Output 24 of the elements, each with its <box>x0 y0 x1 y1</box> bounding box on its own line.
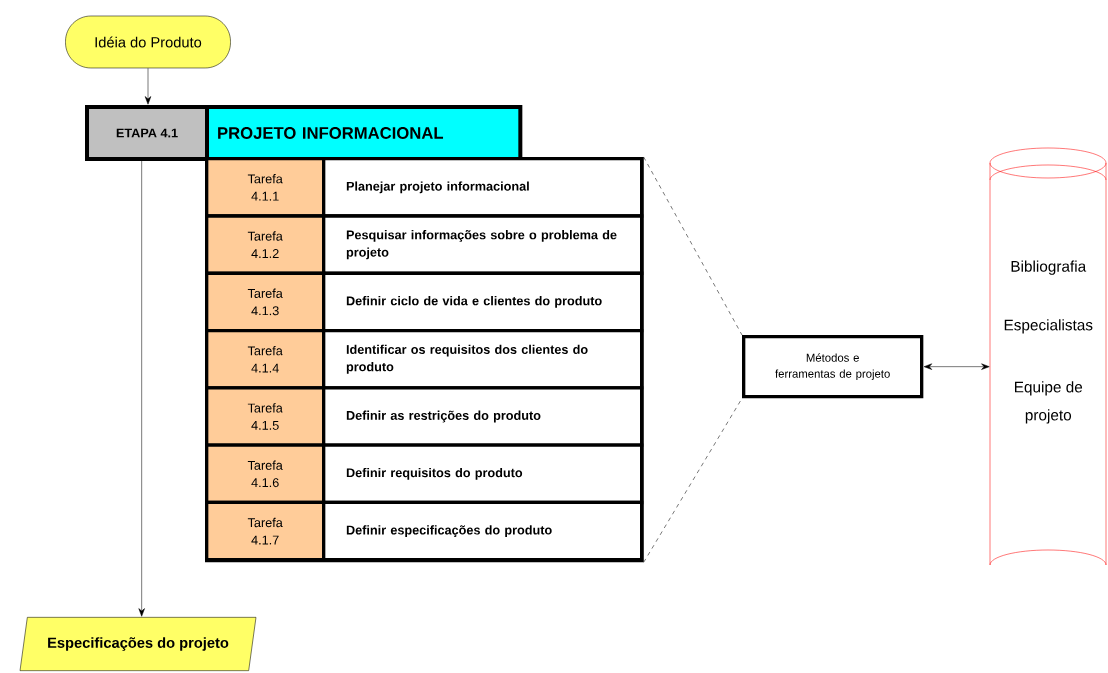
task-description-cell: Planejar projeto informacional <box>322 157 644 218</box>
task-description-cell: Definir ciclo de vida e clientes do produto <box>322 271 644 333</box>
task-number-cell: Tarefa 4.1.3 <box>205 271 326 333</box>
start-terminal: Idéia do Produto <box>65 15 231 69</box>
zoom-line <box>643 398 743 563</box>
task-number-cell: Tarefa 4.1.7 <box>205 500 326 562</box>
arrow <box>138 160 145 617</box>
output-parallelogram: Especificações do projeto <box>19 617 257 671</box>
phase-title-box: PROJETO INFORMACIONAL <box>205 105 523 161</box>
task-number-cell: Tarefa 4.1.4 <box>205 328 326 390</box>
task-number-cell: Tarefa 4.1.2 <box>205 214 326 275</box>
task-number-cell: Tarefa 4.1.5 <box>205 386 326 447</box>
task-description-cell: Pesquisar informações sobre o problema de projeto <box>322 214 644 275</box>
task-number-cell: Tarefa 4.1.6 <box>205 443 326 505</box>
stage-box: ETAPA 4.1 <box>85 105 209 161</box>
task-description-cell: Definir especificações do produto <box>322 500 644 562</box>
arrow <box>144 68 152 105</box>
task-description-cell: Definir as restrições do produto <box>322 386 644 447</box>
task-number-cell: Tarefa 4.1.1 <box>205 157 326 218</box>
task-description-cell: Definir requisitos do produto <box>322 443 644 505</box>
methods-box: Métodos e ferramentas de projeto <box>742 335 924 399</box>
knowledge-cylinder: Bibliografia Especialistas Equipe de projeto <box>989 147 1107 566</box>
task-description-cell: Identificar os requisitos dos clientes do produto <box>322 328 644 390</box>
arrow <box>923 363 990 370</box>
